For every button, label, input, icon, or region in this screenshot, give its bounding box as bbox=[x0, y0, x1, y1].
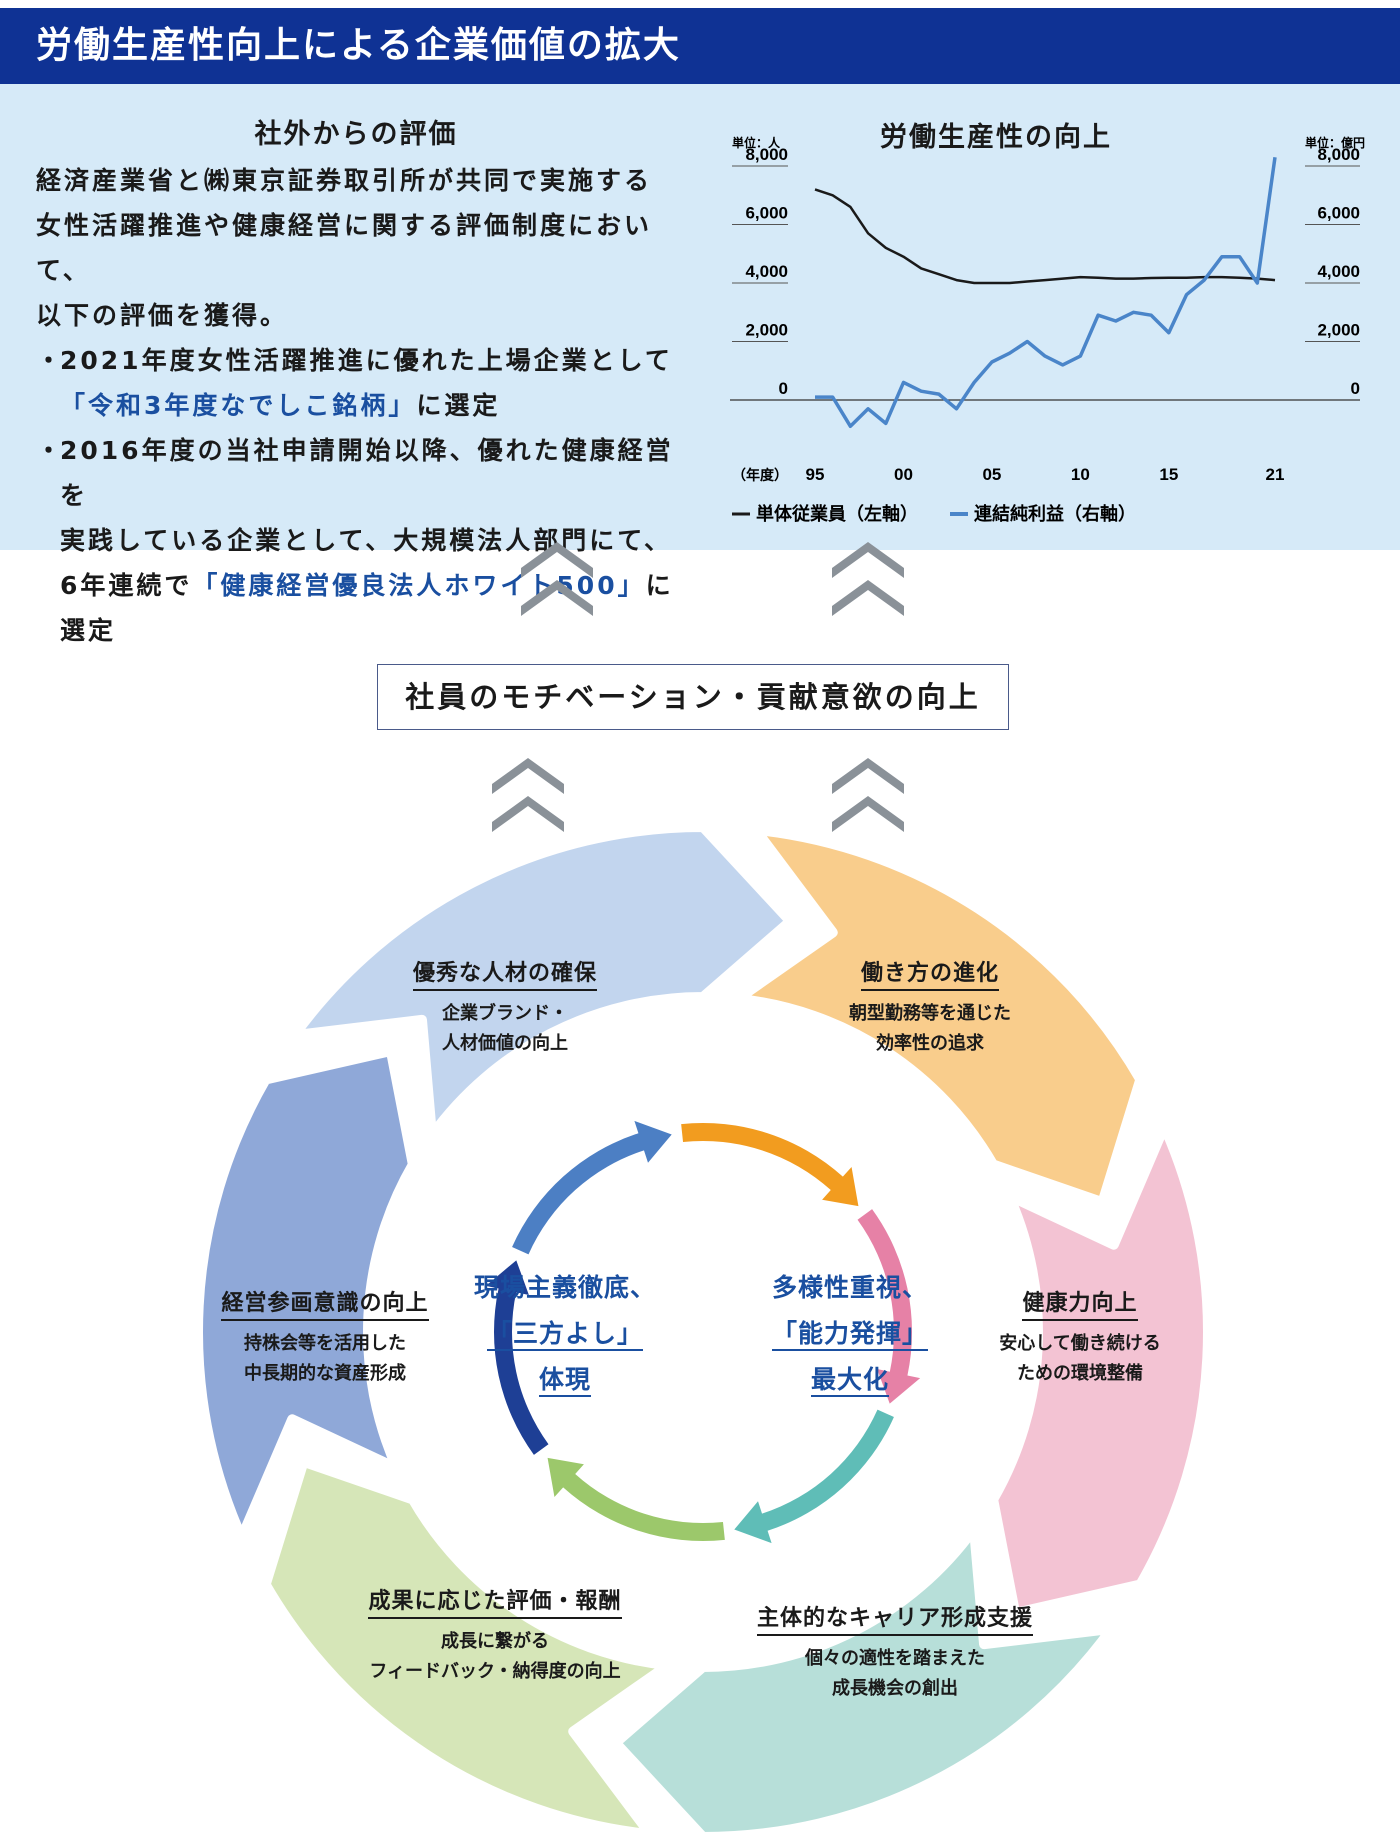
motivation-banner: 社員のモチベーション・貢献意欲の向上 bbox=[377, 664, 1009, 730]
ring-arrow-icon bbox=[734, 1409, 894, 1544]
left-tick-label: 8,000 bbox=[745, 145, 788, 164]
bullet-mark: ・ bbox=[36, 436, 65, 465]
legend-label-employees: 単体従業員（左軸） bbox=[756, 503, 918, 524]
center-text-right: 多様性重視、 「能力発揮」 最大化 bbox=[730, 1265, 970, 1403]
ring-arrow-icon bbox=[857, 1209, 921, 1404]
evaluation-bullet-white500: ・ 2016年度の当社申請開始以降、優れた健康経営を 実践している企業として、大… bbox=[36, 428, 686, 653]
evaluation-line: 女性活躍推進や健康経営に関する評価制度において、 bbox=[36, 211, 653, 285]
segment-label-talent: 優秀な人材の確保 企業ブランド・ 人材価値の向上 bbox=[360, 955, 650, 1059]
ring-arrow-icon bbox=[485, 1260, 549, 1455]
chart-title: 労働生産性の向上 bbox=[880, 122, 1112, 153]
right-tick-label: 6,000 bbox=[1317, 204, 1360, 223]
legend-label-net-income: 連結純利益（右軸） bbox=[974, 503, 1136, 524]
segment-label-workstyle: 働き方の進化 朝型勤務等を通じた 効率性の追求 bbox=[780, 955, 1080, 1059]
ring-arrow-icon bbox=[681, 1123, 859, 1207]
left-tick-label: 4,000 bbox=[745, 262, 788, 281]
page-header: 労働生産性向上による企業価値の拡大 bbox=[0, 8, 1400, 84]
evaluation-title: 社外からの評価 bbox=[254, 119, 458, 150]
segment-label-reward: 成果に応じた評価・報酬 成長に繋がる フィードバック・納得度の向上 bbox=[330, 1583, 660, 1687]
left-tick-label: 0 bbox=[779, 379, 788, 398]
center-text-left: 現場主義徹底、 「三方よし」 体現 bbox=[445, 1265, 685, 1403]
cycle-segment-talent bbox=[289, 822, 796, 1141]
x-tick-label: 15 bbox=[1159, 465, 1178, 484]
left-tick-label: 6,000 bbox=[745, 204, 788, 223]
net-income-line bbox=[815, 156, 1277, 429]
nadeshiko-highlight: 「令和3年度なでしこ銘柄」 bbox=[60, 391, 417, 420]
ring-arrow-icon bbox=[512, 1120, 672, 1255]
cycle-segment-health bbox=[988, 1121, 1213, 1619]
ring-arrow-icon bbox=[547, 1457, 725, 1541]
x-axis-label: （年度） bbox=[732, 467, 788, 483]
x-tick-label: 21 bbox=[1266, 465, 1285, 484]
evaluation-bullet-nadeshiko: ・ 2021年度女性活躍推進に優れた上場企業として 「令和3年度なでしこ銘柄」に… bbox=[36, 338, 686, 428]
x-tick-label: 10 bbox=[1071, 465, 1090, 484]
cycle-segment-career bbox=[610, 1523, 1117, 1835]
right-tick-label: 4,000 bbox=[1317, 262, 1360, 281]
x-tick-label: 00 bbox=[894, 465, 913, 484]
cycle-segment-workstyle bbox=[733, 824, 1146, 1208]
evaluation-line: 経済産業省と㈱東京証券取引所が共同で実施する bbox=[36, 166, 653, 195]
x-tick-label: 05 bbox=[982, 465, 1001, 484]
employees-line bbox=[814, 188, 1276, 285]
page-title: 労働生産性向上による企業価値の拡大 bbox=[36, 25, 681, 66]
right-tick-label: 8,000 bbox=[1317, 145, 1360, 164]
segment-label-health: 健康力向上 安心して働き続ける ための環境整備 bbox=[955, 1285, 1205, 1389]
evaluation-text: 経済産業省と㈱東京証券取引所が共同で実施する 女性活躍推進や健康経営に関する評価… bbox=[36, 158, 686, 653]
cycle-segment-reward bbox=[260, 1456, 673, 1835]
right-tick-label: 2,000 bbox=[1317, 321, 1360, 340]
left-tick-label: 2,000 bbox=[745, 321, 788, 340]
top-panel bbox=[0, 84, 1400, 550]
left-axis-unit: 単位：人 bbox=[732, 135, 781, 150]
segment-label-career: 主体的なキャリア形成支援 個々の適性を踏まえた 成長機会の創出 bbox=[730, 1600, 1060, 1704]
right-axis-unit: 単位：億円 bbox=[1305, 135, 1365, 150]
evaluation-line: 以下の評価を獲得。 bbox=[36, 301, 289, 330]
bullet-mark: ・ bbox=[36, 346, 65, 375]
segment-label-participation: 経営参画意識の向上 持株会等を活用した 中長期的な資産形成 bbox=[200, 1285, 450, 1389]
cycle-segment-participation bbox=[193, 1045, 418, 1543]
right-tick-label: 0 bbox=[1351, 379, 1360, 398]
x-tick-label: 95 bbox=[806, 465, 825, 484]
